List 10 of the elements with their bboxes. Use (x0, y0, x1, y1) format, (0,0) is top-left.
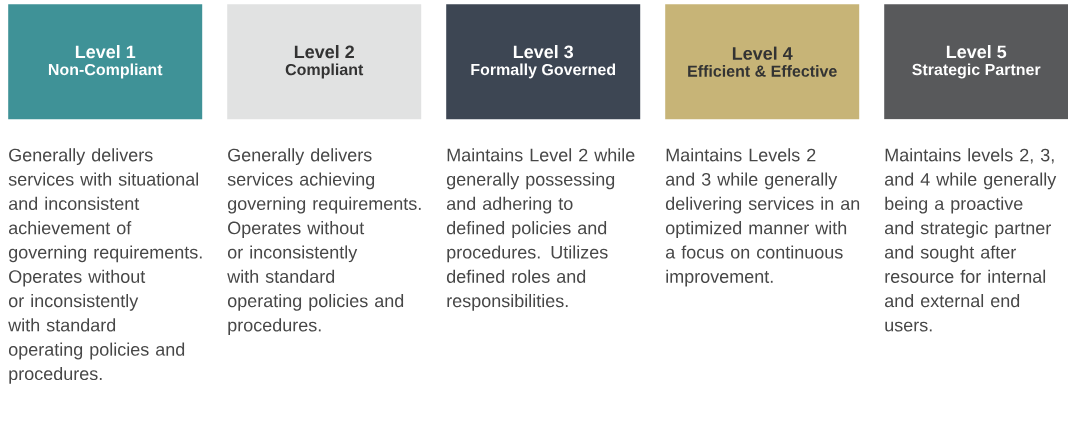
description-text: Generally delivers services achieving governing requirements. Operates without or inconsistently with standard operating policies and procedures. (227, 148, 421, 336)
description-text: Generally delivers services with situational and inconsistent achievement of governing requirements. Operates without or inconsistently with standard operating policies and procedures. (8, 148, 202, 384)
level-box: Level 2 Compliant (227, 4, 422, 120)
level-box: Level 4 Efficient & Effective (665, 4, 860, 120)
level-box: Level 1 Non-Compliant (8, 4, 203, 120)
description-text: Maintains Level 2 while generally possessing and adhering to defined policies and procedures. Utilizes defined roles and responsibilities. (446, 148, 635, 311)
description-text: Maintains levels 2, 3, and 4 while generally being a proactive and strategic partner and sought after resource for internal and external end users. (885, 148, 1057, 332)
description-text: Maintains Levels 2 and 3 while generally delivering services in an optimized manner with a focus on continuous improvement. (665, 148, 860, 287)
level-box: Level 3 Formally Governed (446, 4, 641, 120)
level-box: Level 5 Strategic Partner (884, 4, 1068, 120)
